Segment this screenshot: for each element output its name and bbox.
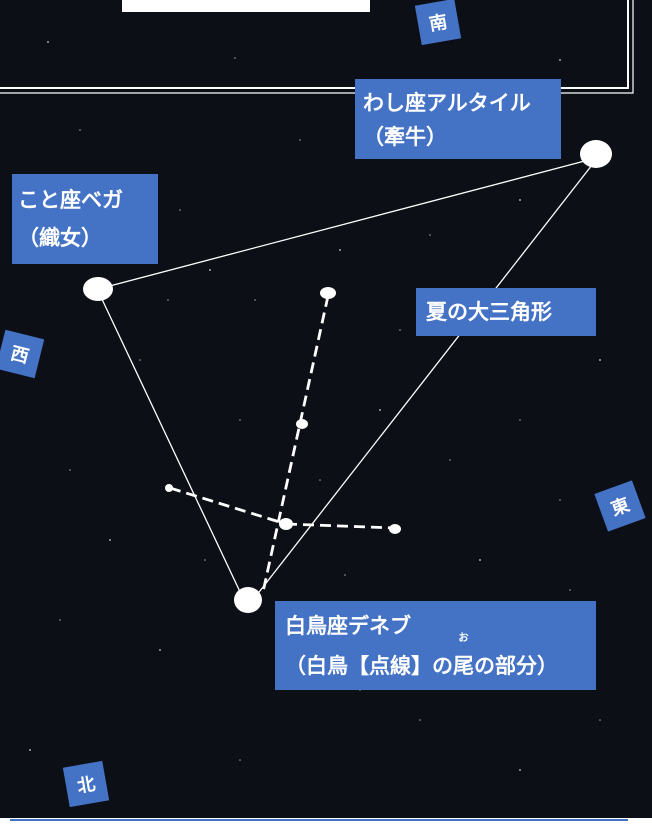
background-stars xyxy=(29,41,601,771)
bottom-strip xyxy=(0,818,652,825)
label-deneb-tail-ruby: お尾 xyxy=(453,634,474,686)
triangle-edge-vega-altair xyxy=(101,157,597,289)
label-deneb-line2: （白鳥【点線】のお尾の部分） xyxy=(285,634,596,686)
stars xyxy=(83,140,612,613)
star-cygnus-wing-east xyxy=(389,524,401,534)
star-cygnus-head xyxy=(320,287,336,299)
star-vega xyxy=(83,277,113,301)
label-deneb-tail: 尾 xyxy=(453,654,474,678)
triangle-edge-vega-deneb xyxy=(99,294,243,597)
label-altair: わし座アルタイル （牽牛） xyxy=(355,79,561,159)
label-deneb-line2-b: の部分） xyxy=(474,654,558,678)
cygnus-wing-line-east xyxy=(285,522,396,530)
top-frame xyxy=(0,0,629,89)
label-deneb-tail-reading: お xyxy=(458,633,469,644)
label-summer-triangle: 夏の大三角形 xyxy=(416,288,596,336)
cygnus-lines xyxy=(169,295,396,593)
top-card xyxy=(122,0,370,12)
star-deneb xyxy=(234,587,262,613)
star-cygnus-center xyxy=(279,518,293,530)
cygnus-wing-line xyxy=(169,486,287,526)
label-vega: こと座ベガ （織女） xyxy=(12,174,158,264)
star-cygnus-mid xyxy=(296,419,308,429)
direction-south: 南 xyxy=(414,0,462,46)
star-cygnus-wing-west xyxy=(165,484,173,492)
label-vega-line1: こと座ベガ xyxy=(18,188,123,212)
label-vega-line2: （織女） xyxy=(18,226,102,250)
label-deneb-line2-a: （白鳥【点線】の xyxy=(285,654,453,678)
label-deneb-line1: 白鳥座デネブ xyxy=(285,614,411,638)
direction-north: 北 xyxy=(62,760,110,808)
star-altair xyxy=(580,140,612,168)
label-altair-line2: （牽牛） xyxy=(363,125,447,149)
label-altair-line1: わし座アルタイル xyxy=(363,91,531,115)
label-deneb: 白鳥座デネブ （白鳥【点線】のお尾の部分） xyxy=(275,601,596,690)
